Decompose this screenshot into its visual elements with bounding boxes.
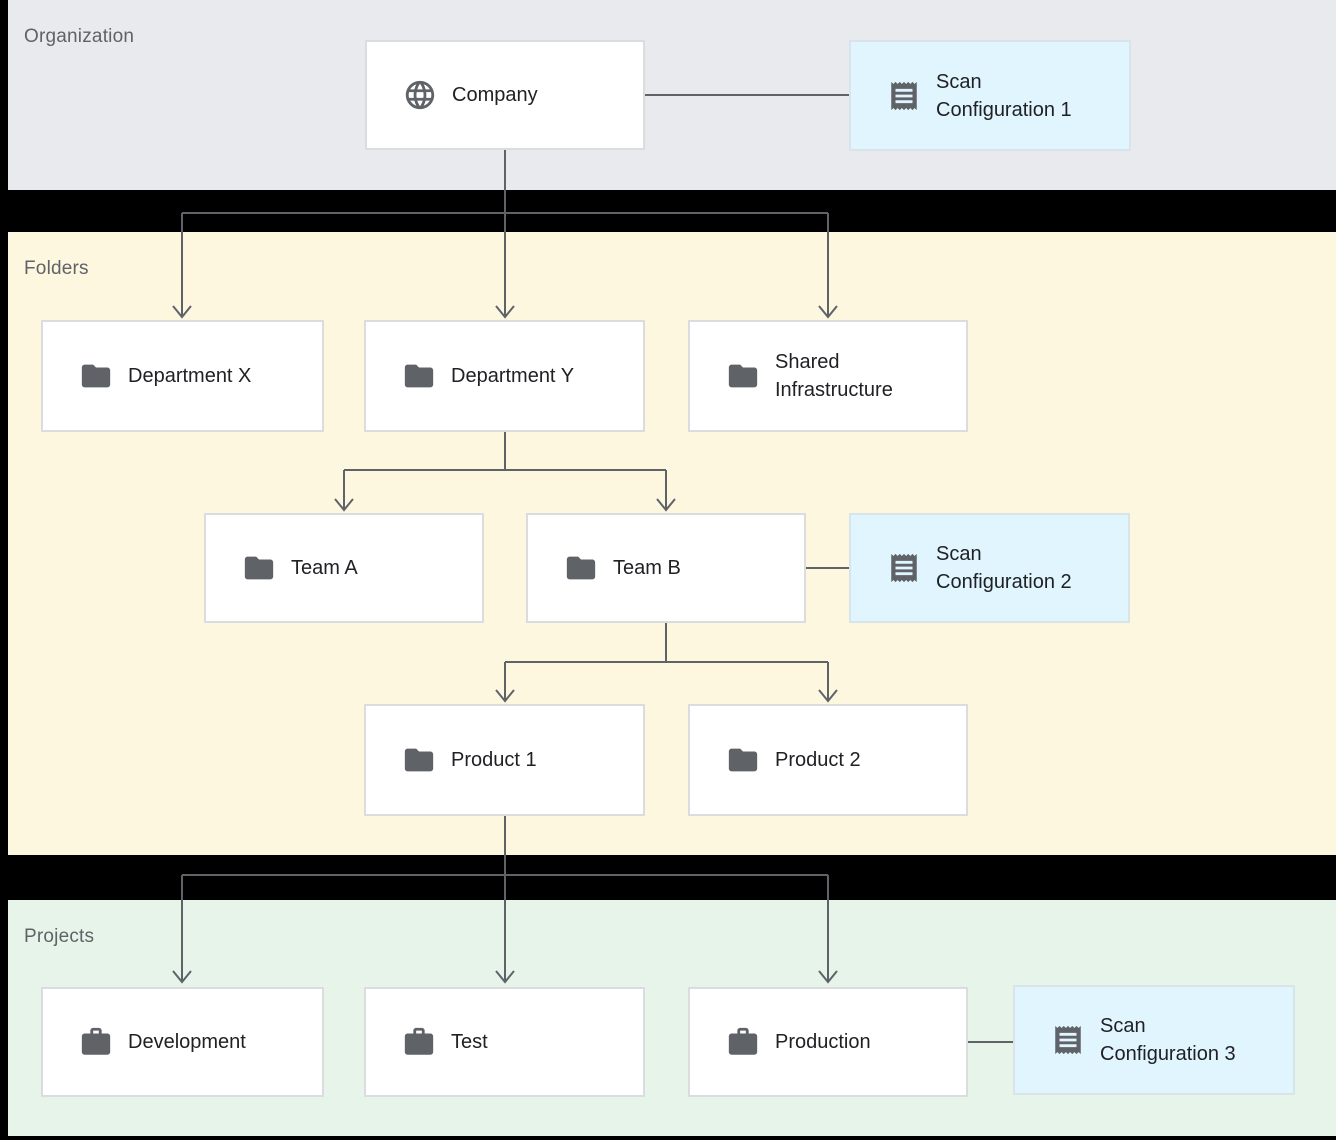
node-scan-configuration-2: Scan Configuration 2	[849, 513, 1130, 623]
node-label: Scan Configuration 1	[936, 70, 1072, 121]
globe-icon	[403, 78, 437, 112]
organization-band: Organization	[8, 0, 1336, 190]
node-label: Department Y	[451, 365, 575, 387]
node-shared-infrastructure: Shared Infrastructure	[688, 320, 968, 432]
node-label: Shared Infrastructure	[775, 351, 893, 401]
briefcase-icon	[402, 1025, 436, 1059]
node-test: Test	[364, 987, 645, 1097]
folder-icon	[726, 359, 760, 393]
node-label: Team B	[613, 557, 681, 579]
folder-icon	[242, 551, 276, 585]
node-production: Production	[688, 987, 968, 1097]
briefcase-icon	[79, 1025, 113, 1059]
node-label: Product 2	[775, 749, 861, 771]
folder-icon	[726, 743, 760, 777]
node-label: Test	[451, 1031, 488, 1053]
node-label: Development	[128, 1031, 246, 1053]
node-company: Company	[365, 40, 645, 150]
projects-band-label: Projects	[24, 926, 95, 947]
node-department-x: Department X	[41, 320, 324, 432]
node-label: Company	[452, 84, 538, 106]
node-label: Production	[775, 1031, 871, 1053]
node-label: Team A	[291, 557, 358, 579]
folders-band-label: Folders	[24, 258, 89, 279]
node-product-1: Product 1	[364, 704, 645, 816]
node-product-2: Product 2	[688, 704, 968, 816]
node-scan-configuration-1: Scan Configuration 1	[849, 40, 1131, 151]
node-development: Development	[41, 987, 324, 1097]
folder-icon	[402, 359, 436, 393]
briefcase-icon	[726, 1025, 760, 1059]
node-team-b: Team B	[526, 513, 806, 623]
node-scan-configuration-3: Scan Configuration 3	[1013, 985, 1295, 1095]
node-label: Scan Configuration 2	[936, 543, 1072, 593]
receipt-icon	[887, 551, 921, 585]
node-label: Product 1	[451, 749, 537, 771]
folder-icon	[79, 359, 113, 393]
node-department-y: Department Y	[364, 320, 645, 432]
folder-icon	[564, 551, 598, 585]
organization-band-label: Organization	[24, 26, 135, 47]
node-team-a: Team A	[204, 513, 484, 623]
receipt-icon	[887, 79, 921, 113]
node-label: Department X	[128, 365, 252, 387]
receipt-icon	[1051, 1023, 1085, 1057]
node-label: Scan Configuration 3	[1100, 1015, 1236, 1065]
folder-icon	[402, 743, 436, 777]
